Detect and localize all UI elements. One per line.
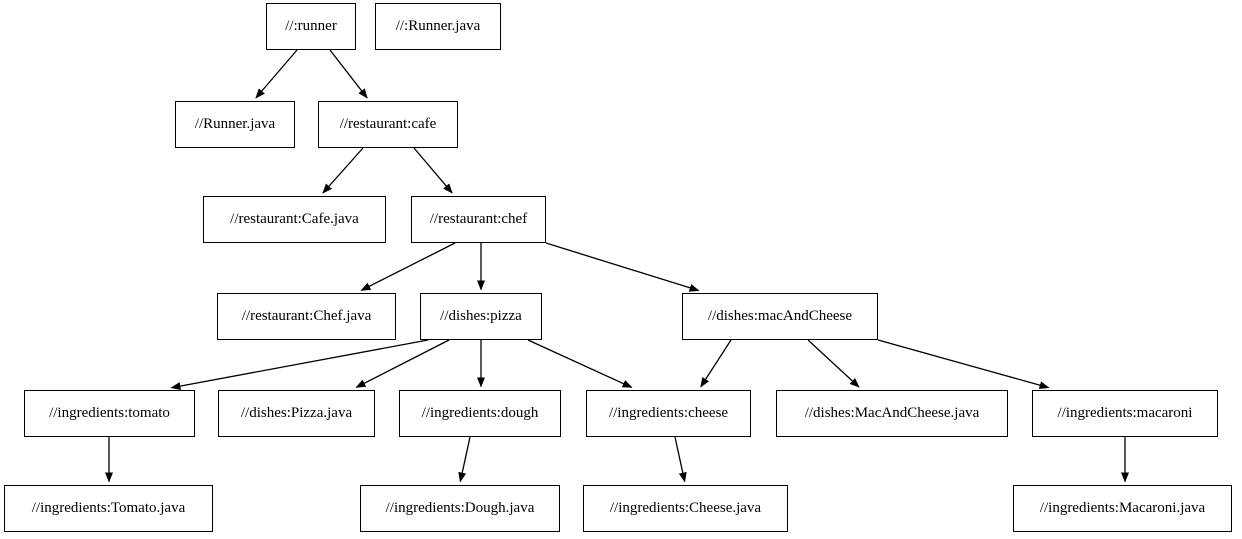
graph-node-label: //:runner xyxy=(285,18,337,34)
graph-node-label: //restaurant:cafe xyxy=(339,116,437,132)
graph-node-label: //dishes:pizza xyxy=(440,308,522,324)
graph-node-ing_macaroni_java[interactable]: //ingredients:Macaroni.java xyxy=(1013,485,1232,532)
graph-node-label: //dishes:macAndCheese xyxy=(707,308,853,324)
graph-node-dishes_macandcheese[interactable]: //dishes:macAndCheese xyxy=(682,293,878,340)
graph-node-dishes_pizza_java[interactable]: //dishes:Pizza.java xyxy=(218,390,375,437)
graph-node-runner[interactable]: //:runner xyxy=(266,3,356,50)
graph-node-label: //ingredients:tomato xyxy=(49,405,170,421)
graph-node-label: //restaurant:Cafe.java xyxy=(230,211,359,227)
graph-node-label: //ingredients:cheese xyxy=(608,405,729,421)
graph-node-restaurant_chef_java[interactable]: //restaurant:Chef.java xyxy=(217,293,396,340)
graph-node-ing_tomato[interactable]: //ingredients:tomato xyxy=(24,390,195,437)
graph-node-label: //ingredients:Cheese.java xyxy=(609,500,762,516)
graph-node-label: //dishes:Pizza.java xyxy=(240,405,353,421)
graph-node-ing_cheese_java[interactable]: //ingredients:Cheese.java xyxy=(583,485,788,532)
graph-node-ing_cheese[interactable]: //ingredients:cheese xyxy=(586,390,751,437)
graph-node-runner_java_root[interactable]: //:Runner.java xyxy=(375,3,501,50)
graph-node-label: //ingredients:macaroni xyxy=(1057,405,1193,421)
graph-node-label: //ingredients:Macaroni.java xyxy=(1039,500,1206,516)
graph-node-label: //Runner.java xyxy=(194,116,276,132)
graph-node-label: //ingredients:dough xyxy=(421,405,539,421)
graph-node-ing_macaroni[interactable]: //ingredients:macaroni xyxy=(1032,390,1218,437)
graph-node-label: //:Runner.java xyxy=(395,18,481,34)
graph-node-label: //dishes:MacAndCheese.java xyxy=(804,405,980,421)
graph-node-restaurant_chef[interactable]: //restaurant:chef xyxy=(411,196,546,243)
graph-node-dishes_pizza[interactable]: //dishes:pizza xyxy=(420,293,542,340)
graph-node-label: //restaurant:chef xyxy=(429,211,528,227)
graph-node-runner_java[interactable]: //Runner.java xyxy=(175,101,295,148)
graph-node-ing_tomato_java[interactable]: //ingredients:Tomato.java xyxy=(4,485,213,532)
graph-node-restaurant_cafe[interactable]: //restaurant:cafe xyxy=(318,101,458,148)
graph-node-label: //ingredients:Dough.java xyxy=(385,500,535,516)
graph-node-label: //ingredients:Tomato.java xyxy=(31,500,186,516)
graph-node-dishes_mac_java[interactable]: //dishes:MacAndCheese.java xyxy=(776,390,1008,437)
graph-node-ing_dough[interactable]: //ingredients:dough xyxy=(399,390,561,437)
graph-node-ing_dough_java[interactable]: //ingredients:Dough.java xyxy=(360,485,560,532)
graph-node-restaurant_cafe_java[interactable]: //restaurant:Cafe.java xyxy=(203,196,386,243)
graph-node-label: //restaurant:Chef.java xyxy=(241,308,372,324)
